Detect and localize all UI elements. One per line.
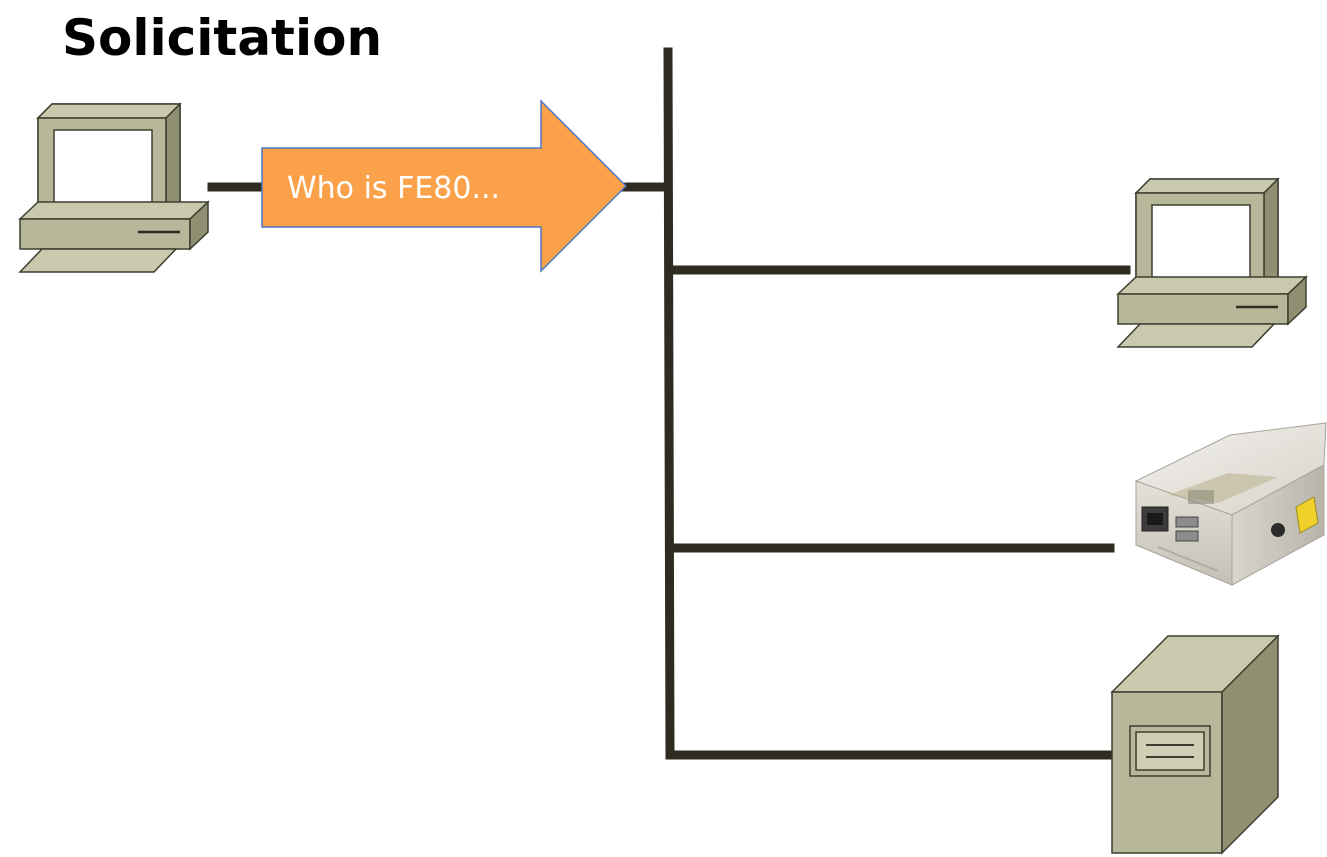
node-1-computer-icon — [1116, 177, 1308, 348]
network-bus — [207, 47, 1131, 760]
sender-computer-icon — [18, 102, 210, 273]
arrow-label: Who is FE80... — [287, 171, 500, 206]
arrow-shape — [261, 99, 628, 273]
slide-title: Solicitation — [62, 9, 383, 67]
node-2-raspberry-pi-icon — [1134, 422, 1327, 586]
backbone-line — [663, 47, 675, 760]
node-3-server-tower-icon — [1110, 634, 1280, 855]
message-arrow: Who is FE80... — [261, 99, 628, 273]
